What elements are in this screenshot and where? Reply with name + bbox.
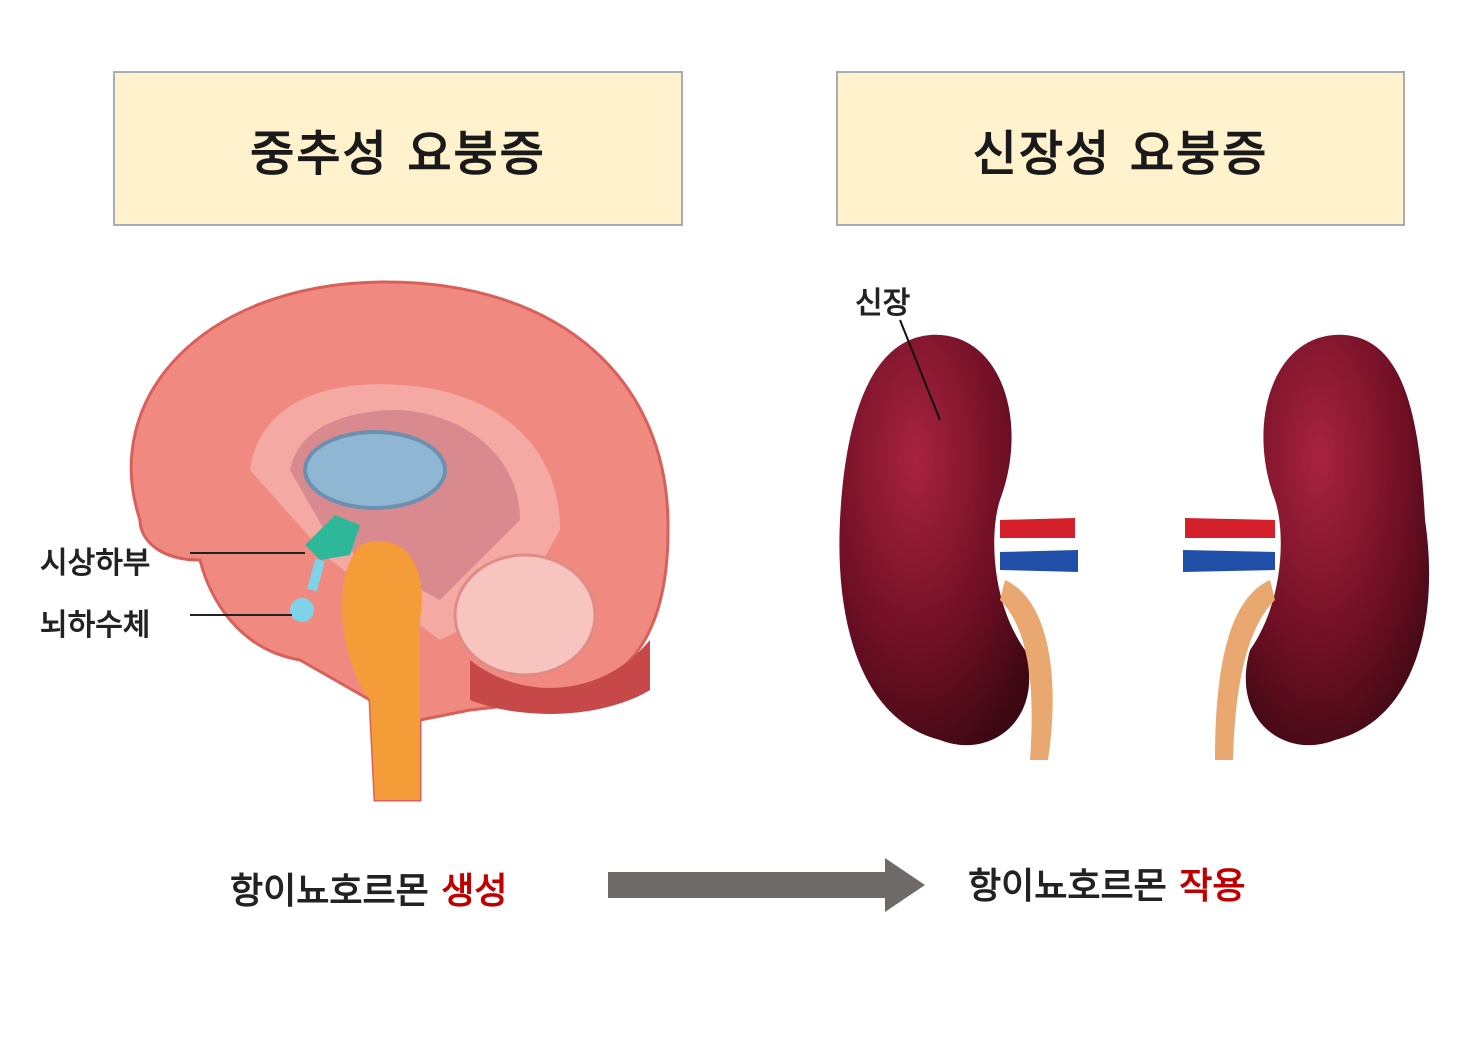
pituitary-mark bbox=[290, 598, 314, 622]
nephrogenic-diabetes-insipidus-header: 신장성 요붕증 bbox=[836, 71, 1405, 226]
brain-illustration bbox=[129, 280, 670, 802]
pituitary-label: 뇌하수체 bbox=[40, 608, 151, 643]
hypothalamus-mark bbox=[305, 515, 360, 560]
central-diabetes-insipidus-header: 중추성 요붕증 bbox=[113, 71, 683, 226]
right-kidney-illustration bbox=[1183, 334, 1430, 760]
adh-action-caption: 항이뇨호르몬 작용 bbox=[968, 857, 1246, 909]
caption-highlight: 생성 bbox=[441, 871, 508, 912]
caption-text: 항이뇨호르몬 bbox=[230, 871, 429, 912]
header-title: 신장성 요붕증 bbox=[972, 125, 1269, 182]
arrow-icon bbox=[608, 858, 925, 912]
caption-text: 항이뇨호르몬 bbox=[968, 866, 1167, 907]
kidney-label: 신장 bbox=[855, 286, 911, 321]
left-kidney-illustration bbox=[839, 319, 1078, 760]
header-title: 중추성 요붕증 bbox=[250, 125, 546, 182]
hypothalamus-label: 시상하부 bbox=[40, 546, 151, 581]
caption-highlight: 작용 bbox=[1179, 866, 1246, 907]
adh-production-caption: 항이뇨호르몬 생성 bbox=[230, 862, 508, 914]
